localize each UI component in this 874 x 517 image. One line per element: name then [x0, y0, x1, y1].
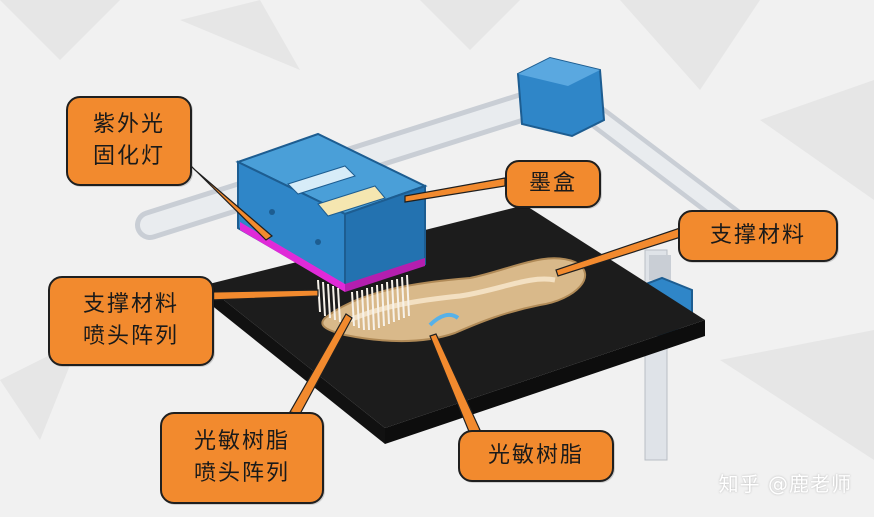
ink-box-label: 墨盒	[528, 171, 577, 196]
resin-label: 光敏树脂	[487, 443, 584, 468]
support-nozzle-label-line1: 支撑材料	[82, 292, 179, 317]
support-material-label: 支撑材料	[709, 223, 806, 248]
callout-uv-lamp: 紫外光 固化灯	[66, 96, 192, 186]
callout-resin: 光敏树脂	[458, 430, 614, 482]
callout-ink-box: 墨盒	[505, 160, 601, 208]
resin-nozzle-label-line1: 光敏树脂	[193, 429, 290, 454]
leader-lines	[184, 159, 685, 435]
callout-resin-nozzle: 光敏树脂 喷头阵列	[160, 412, 324, 504]
uv-lamp-label-line1: 紫外光	[92, 112, 165, 137]
support-nozzle-label-line2: 喷头阵列	[82, 324, 179, 349]
printhead	[235, 132, 428, 292]
uv-lamp-label-line2: 固化灯	[92, 144, 165, 169]
watermark-text: 知乎 @鹿老师	[718, 472, 852, 496]
callout-support-material: 支撑材料	[678, 210, 838, 262]
nozzle-streams	[317, 274, 410, 331]
resin-nozzle-label-line2: 喷头阵列	[193, 461, 290, 486]
callout-support-nozzle: 支撑材料 喷头阵列	[48, 276, 214, 366]
